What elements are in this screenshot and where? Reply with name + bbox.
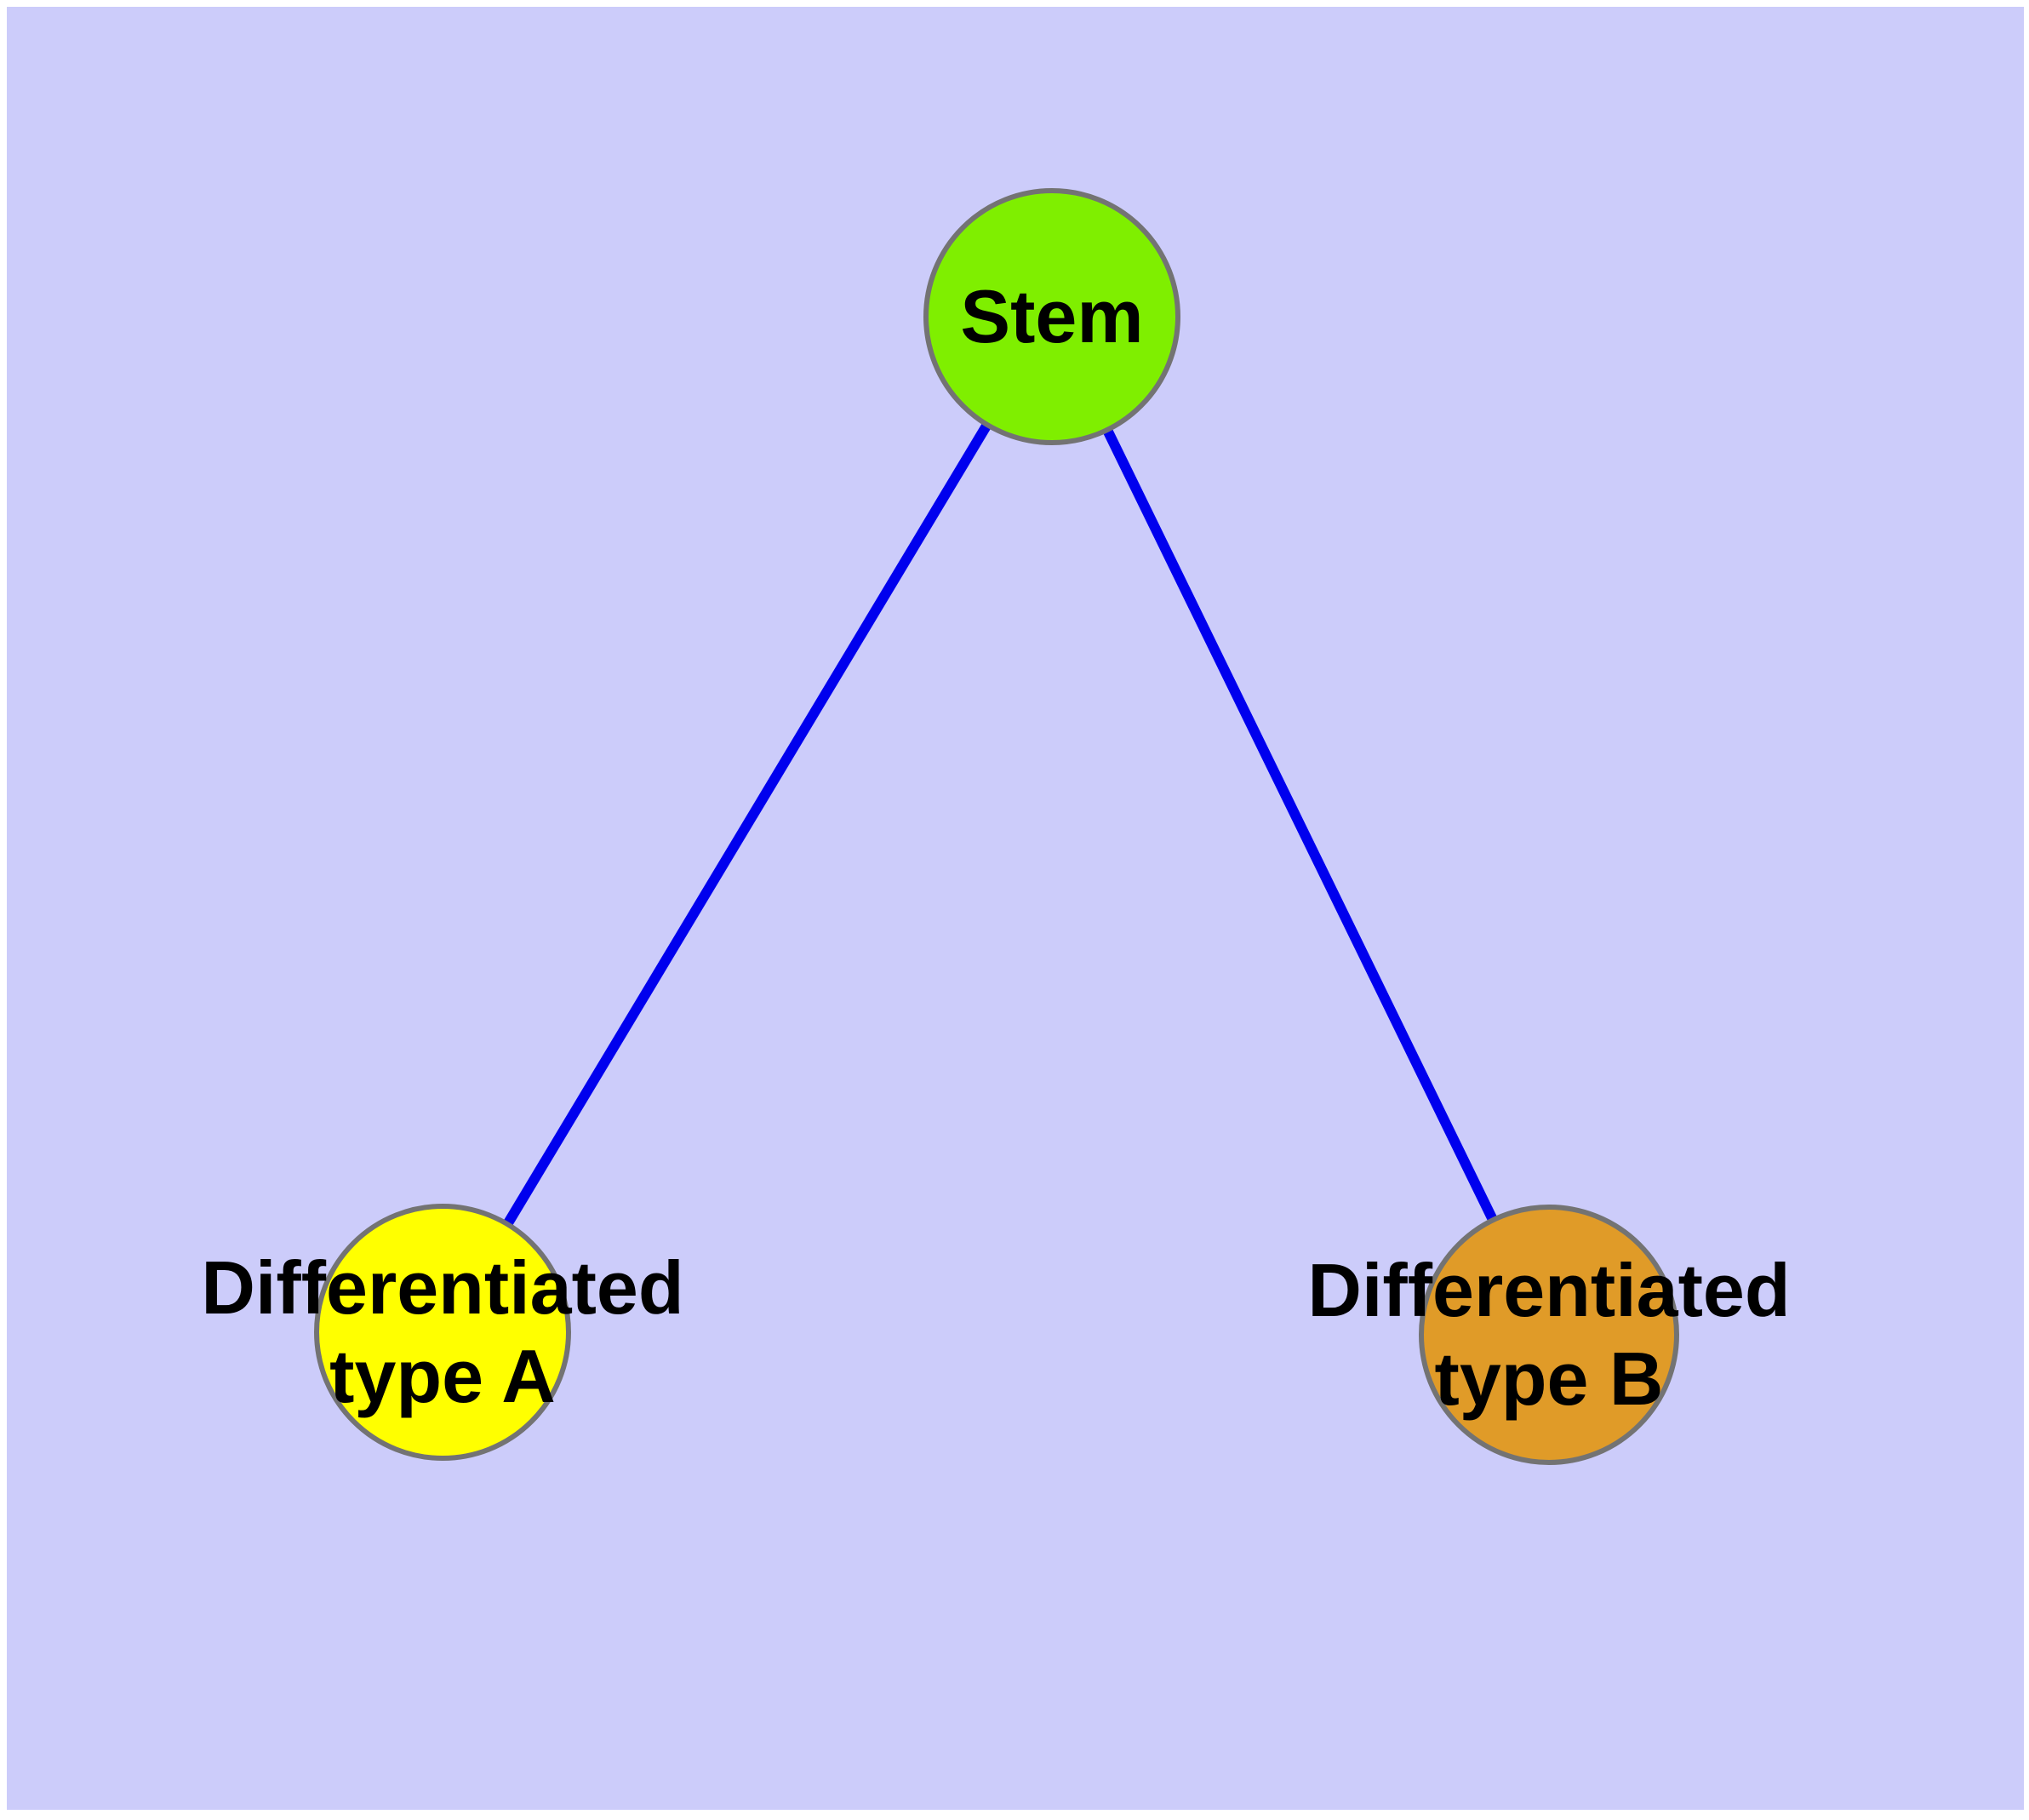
- node-circle-stem[interactable]: [923, 188, 1180, 445]
- edge-layer: [437, 313, 1554, 1337]
- node-label-line: Stem: [960, 274, 1143, 358]
- node-circle-diff_a[interactable]: [314, 1204, 571, 1461]
- node-label-line: Differentiated: [1307, 1248, 1790, 1332]
- node-label-line: type B: [1435, 1336, 1664, 1421]
- edge-stem-diff-b[interactable]: [1047, 314, 1554, 1337]
- node-stem[interactable]: Stem: [923, 188, 1180, 445]
- node-label-stem: Stem: [960, 274, 1143, 358]
- edge-stem-diff-a[interactable]: [437, 313, 1057, 1336]
- node-label-line: Differentiated: [201, 1245, 683, 1330]
- node-circle-diff_b[interactable]: [1419, 1205, 1679, 1465]
- node-label-line: type A: [329, 1334, 556, 1418]
